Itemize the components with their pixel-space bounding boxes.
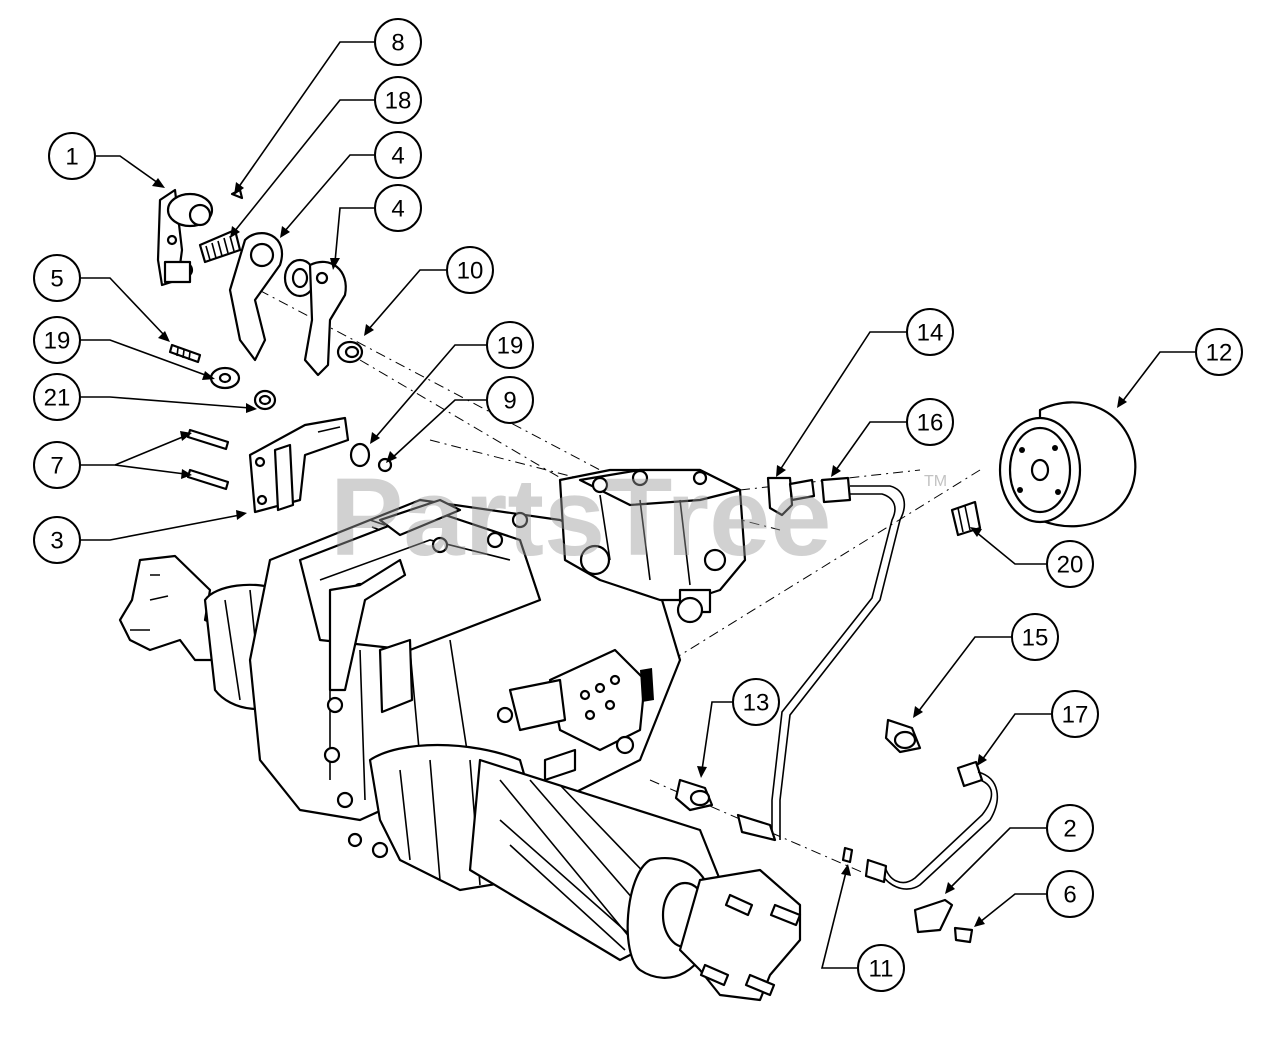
svg-text:3: 3 bbox=[50, 528, 63, 555]
callout-4-lower[interactable]: 4 bbox=[330, 184, 422, 270]
svg-text:21: 21 bbox=[44, 385, 71, 412]
callout-7[interactable]: 7 bbox=[33, 431, 192, 489]
svg-text:1: 1 bbox=[65, 144, 78, 171]
callout-18[interactable]: 18 bbox=[230, 76, 422, 238]
svg-text:6: 6 bbox=[1063, 882, 1076, 909]
callout-11[interactable]: 11 bbox=[820, 864, 905, 992]
watermark-text: PartsTree bbox=[330, 456, 831, 579]
svg-text:12: 12 bbox=[1206, 340, 1233, 367]
callout-3[interactable]: 3 bbox=[33, 510, 247, 564]
svg-text:7: 7 bbox=[50, 453, 63, 480]
svg-text:16: 16 bbox=[917, 410, 944, 437]
callouts: 8 18 1 4 4 bbox=[33, 18, 1243, 992]
svg-text:18: 18 bbox=[385, 88, 412, 115]
callout-12[interactable]: 12 bbox=[1117, 328, 1243, 408]
svg-text:19: 19 bbox=[44, 328, 71, 355]
callout-15[interactable]: 15 bbox=[913, 613, 1059, 718]
svg-text:20: 20 bbox=[1057, 552, 1084, 579]
svg-text:19: 19 bbox=[497, 333, 524, 360]
svg-text:9: 9 bbox=[503, 388, 516, 415]
callout-8[interactable]: 8 bbox=[234, 18, 422, 195]
callout-1[interactable]: 1 bbox=[48, 132, 165, 188]
svg-text:4: 4 bbox=[391, 143, 404, 170]
callout-19-left[interactable]: 19 bbox=[33, 316, 215, 380]
svg-text:2: 2 bbox=[1063, 816, 1076, 843]
svg-text:10: 10 bbox=[457, 258, 484, 285]
callout-21[interactable]: 21 bbox=[33, 373, 257, 421]
svg-text:14: 14 bbox=[917, 320, 944, 347]
callout-16[interactable]: 16 bbox=[831, 398, 954, 477]
svg-text:13: 13 bbox=[743, 690, 770, 717]
svg-text:5: 5 bbox=[50, 266, 63, 293]
callout-20[interactable]: 20 bbox=[970, 527, 1094, 588]
transaxle-housing bbox=[118, 468, 802, 1002]
callout-6[interactable]: 6 bbox=[974, 870, 1094, 927]
svg-text:17: 17 bbox=[1062, 702, 1089, 729]
svg-text:8: 8 bbox=[391, 30, 404, 57]
callout-17[interactable]: 17 bbox=[977, 690, 1099, 766]
callout-13[interactable]: 13 bbox=[697, 678, 780, 778]
callout-2[interactable]: 2 bbox=[945, 804, 1094, 894]
callout-19-right[interactable]: 19 bbox=[370, 321, 534, 444]
watermark-tm: TM bbox=[924, 473, 947, 490]
callout-4-upper[interactable]: 4 bbox=[280, 131, 422, 238]
callout-10[interactable]: 10 bbox=[364, 246, 494, 336]
callout-5[interactable]: 5 bbox=[33, 254, 170, 342]
svg-text:15: 15 bbox=[1022, 625, 1049, 652]
loose-parts bbox=[156, 188, 1137, 944]
watermark: PartsTree TM bbox=[330, 456, 947, 579]
callout-9[interactable]: 9 bbox=[386, 376, 534, 463]
svg-text:11: 11 bbox=[869, 956, 894, 983]
svg-text:4: 4 bbox=[391, 196, 404, 223]
callout-14[interactable]: 14 bbox=[776, 308, 954, 477]
